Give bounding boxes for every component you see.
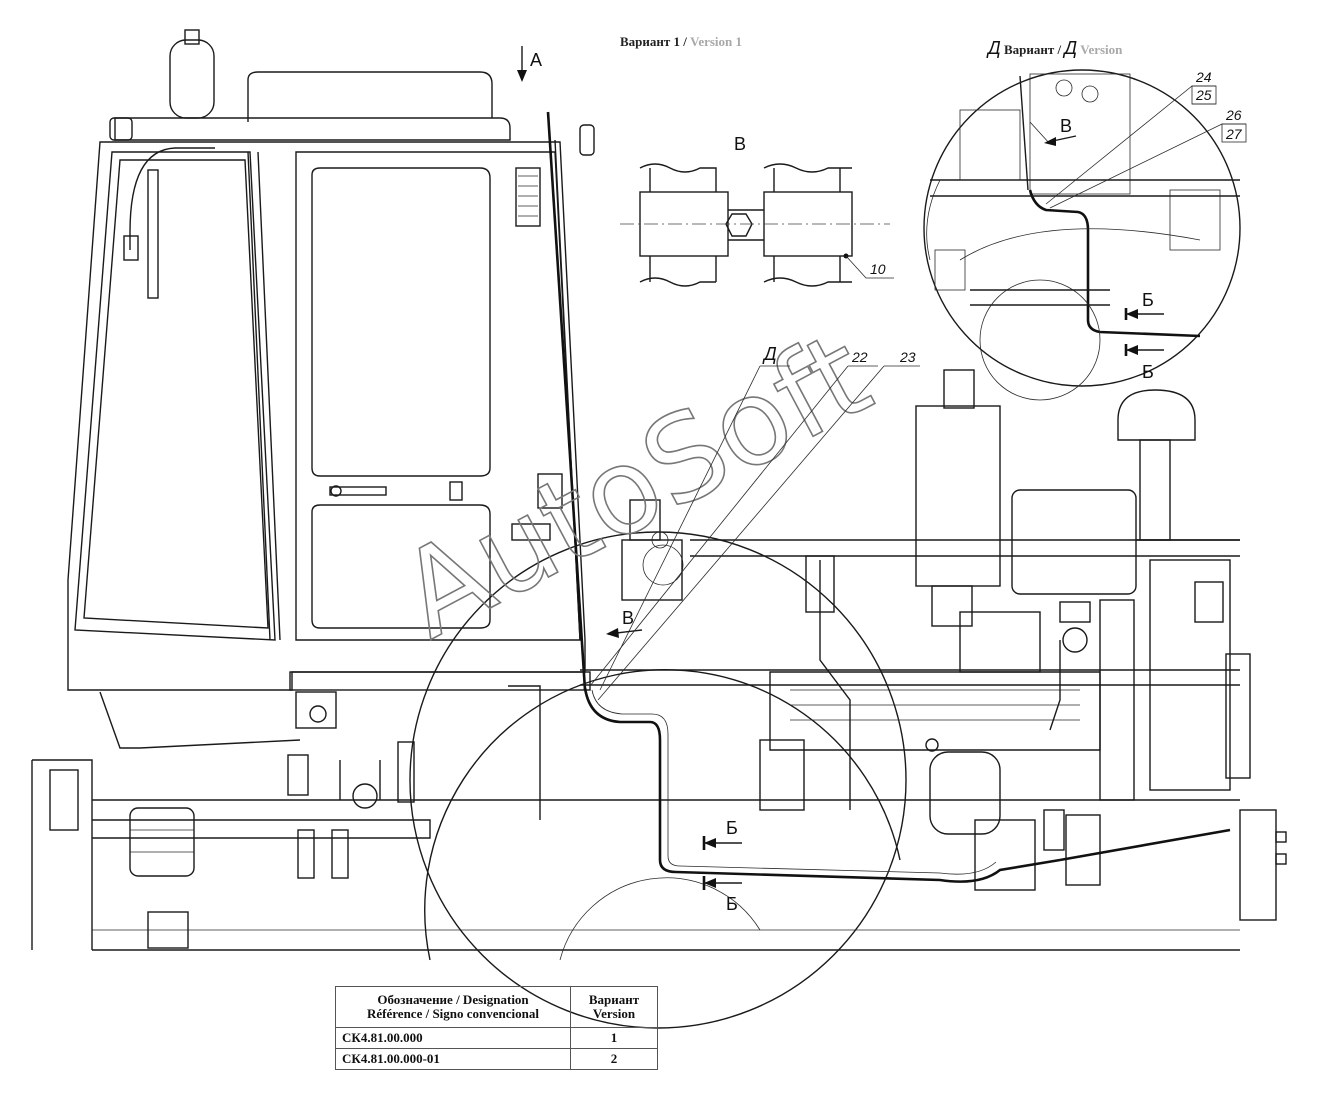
view-a-arrow: A — [517, 46, 542, 82]
caption-variant-d-ru: Вариант / — [1003, 42, 1065, 57]
pos-25-label: 25 — [1195, 87, 1212, 103]
view-b-detail-label: B — [1060, 116, 1072, 136]
hose-lines — [508, 560, 1231, 883]
caption-variant-d-sym: Д — [988, 38, 1001, 58]
cab — [67, 29, 595, 749]
caption-variant-d-en: Version — [1080, 42, 1123, 57]
view-b-top-label: B — [734, 134, 746, 154]
header-version-line-2: Version — [592, 1006, 636, 1021]
engine — [580, 369, 1287, 921]
section-b4-label: Б — [726, 894, 738, 914]
section-b2-label: Б — [1142, 362, 1154, 382]
leaders: Д 22 23 — [589, 344, 920, 701]
version-table-header: Обозначение / Designation Référence / Si… — [335, 986, 658, 1028]
view-b-detail: B 10 — [620, 134, 894, 287]
caption-variant-d: Д Вариант / Д Version — [988, 38, 1122, 59]
row-designation: СК4.81.00.000-01 — [335, 1048, 571, 1070]
detail-d-circle: B 24 25 26 27 Б Б — [923, 69, 1247, 401]
view-b-main-label: B — [622, 608, 634, 628]
section-b1-label: Б — [1142, 290, 1154, 310]
table-row: СК4.81.00.000-01 2 — [335, 1048, 658, 1070]
row-version: 2 — [570, 1048, 658, 1070]
pos-10-label: 10 — [870, 261, 886, 277]
pos-22-label: 22 — [851, 349, 868, 365]
version-table: Обозначение / Designation Référence / Si… — [335, 986, 658, 1070]
header-designation: Обозначение / Designation Référence / Si… — [335, 986, 571, 1028]
caption-variant-1-ru: Вариант 1 / — [620, 34, 691, 49]
caption-variant-1: Вариант 1 / Version 1 — [620, 34, 742, 50]
pos-27-label: 27 — [1225, 126, 1243, 142]
pos-23-label: 23 — [899, 349, 916, 365]
pos-26-label: 26 — [1225, 107, 1242, 123]
header-version-line-1: Вариант — [588, 992, 640, 1007]
caption-variant-1-en: Version 1 — [690, 34, 743, 49]
watermark-text: AutoSoft — [378, 305, 890, 665]
section-b-bottom: Б Б — [702, 818, 742, 914]
header-version: Вариант Version — [570, 986, 658, 1028]
row-designation: СК4.81.00.000 — [335, 1027, 571, 1049]
caption-variant-d-sym2: Д — [1064, 38, 1078, 58]
row-version: 1 — [570, 1027, 658, 1049]
front-frame — [31, 741, 1240, 951]
table-row: СК4.81.00.000 1 — [335, 1027, 658, 1049]
header-designation-line-1: Обозначение / Designation — [377, 992, 529, 1007]
view-a-label: A — [530, 50, 542, 70]
view-b-main-arrow: B — [606, 608, 643, 638]
pos-24-label: 24 — [1195, 69, 1212, 85]
section-b3-label: Б — [726, 818, 738, 838]
header-designation-line-2: Référence / Signo convencional — [367, 1006, 539, 1021]
detail-d-label: Д — [762, 344, 777, 364]
watermark: AutoSoft — [378, 304, 892, 665]
